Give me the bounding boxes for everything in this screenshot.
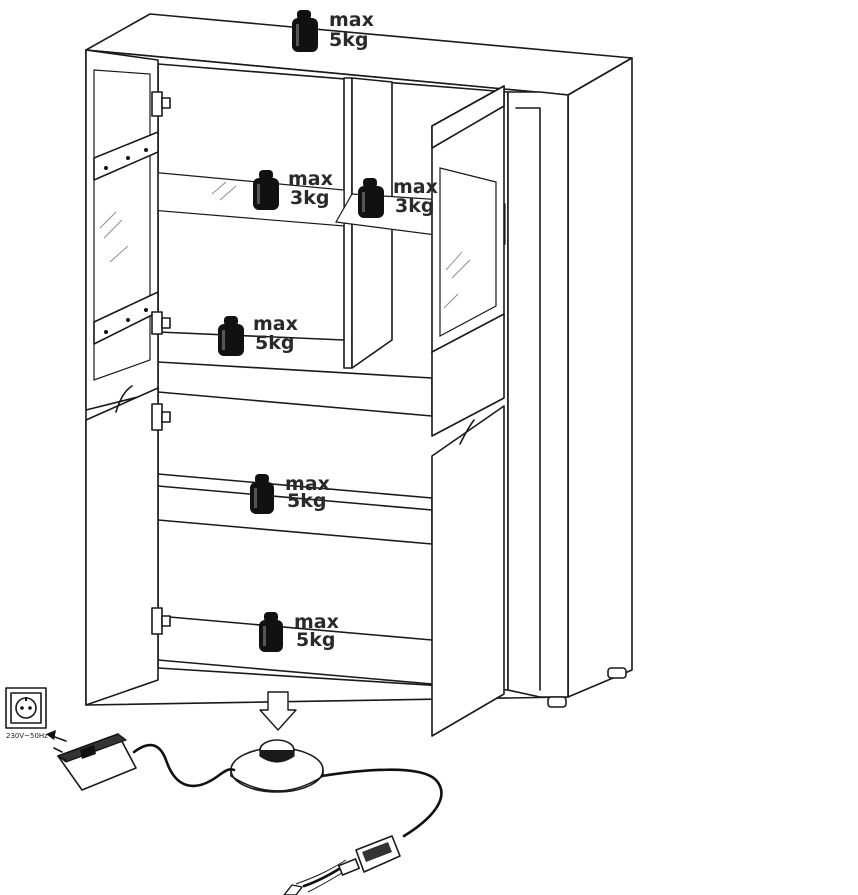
weight-lower-line1: max [285,473,330,495]
cable-connector-icon [337,835,401,876]
weight-middle-line1: max [253,313,298,335]
weight-glass-left-line2: 3kg [290,187,329,209]
adapter-cable [132,743,236,788]
cabinet-carcass [85,13,633,708]
wall-socket-icon [5,687,47,729]
socket-voltage-label: 230V~50Hz [6,732,48,740]
weight-icon-bottom [259,612,283,652]
weight-top-line2: 5kg [329,29,368,51]
right-upper-glass-door [431,85,505,355]
press-arrow-icon [259,691,297,731]
weight-icon-glass-left [253,170,279,210]
right-middle-door [431,313,505,437]
left-lower-door [85,385,159,706]
weight-lower-line2: 5kg [287,490,326,512]
weight-glass-left-line1: max [288,168,333,190]
weight-top-line1: max [329,9,374,31]
weight-icon-top [292,10,318,52]
weight-glass-right-line1: max [393,176,438,198]
left-upper-glass-door [85,49,159,411]
weight-icon-glass-right [358,178,384,218]
weight-middle-line2: 5kg [255,332,294,354]
insert-arrow-icon [283,884,303,895]
left-hinges [151,91,171,635]
connector-wire-2 [295,859,347,885]
plug-in-arrow-icon [46,730,67,742]
weight-bottom-line2: 5kg [296,629,335,651]
switch-cable [320,768,443,838]
right-lower-door [431,405,505,737]
weight-icon-lower [250,474,274,514]
weight-bottom-line1: max [294,611,339,633]
weight-glass-right-line2: 3kg [395,195,434,217]
power-adapter-icon [53,733,137,791]
foot-switch-icon [230,739,324,793]
weight-icon-middle [218,316,244,356]
